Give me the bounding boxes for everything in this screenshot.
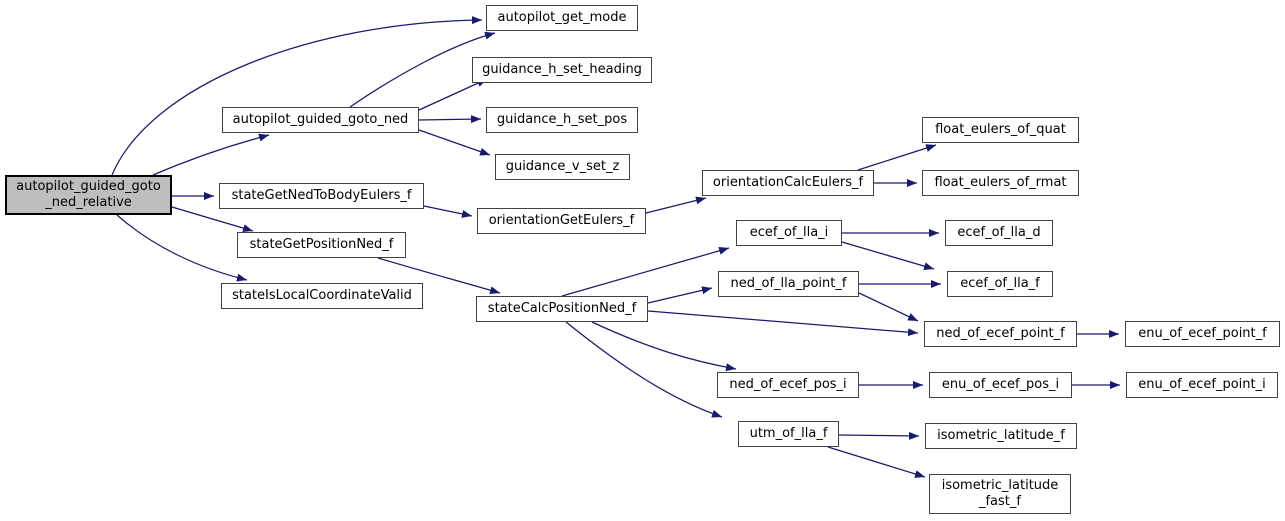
node-enu_of_ecef_point_f[interactable]: enu_of_ecef_point_f [1125, 321, 1280, 347]
node-utm_of_lla_f[interactable]: utm_of_lla_f [738, 421, 839, 447]
edge-autopilot_guided_goto_ned-to-autopilot_get_mode [349, 31, 496, 108]
node-stateCalcPositionNed_f[interactable]: stateCalcPositionNed_f [476, 296, 648, 322]
edge-utm_of_lla_f-to-isometric_latitude_fast_f [827, 446, 926, 478]
node-isometric_latitude_f[interactable]: isometric_latitude_f [925, 423, 1077, 449]
node-ecef_of_lla_f[interactable]: ecef_of_lla_f [947, 271, 1053, 297]
node-orientationCalcEulers_f[interactable]: orientationCalcEulers_f [702, 170, 874, 196]
node-ecef_of_lla_i[interactable]: ecef_of_lla_i [736, 220, 842, 246]
edge-autopilot_guided_goto_ned_relative-to-autopilot_get_mode [111, 16, 483, 176]
node-stateGetNedToBodyEulers_f[interactable]: stateGetNedToBodyEulers_f [219, 183, 424, 209]
edge-ned_of_lla_point_f-to-ned_of_ecef_point_f [858, 292, 919, 322]
edge-autopilot_guided_goto_ned-to-guidance_h_set_pos [418, 115, 482, 124]
edge-utm_of_lla_f-to-isometric_latitude_f [838, 431, 920, 440]
node-float_eulers_of_rmat[interactable]: float_eulers_of_rmat [922, 170, 1079, 196]
node-guidance_v_set_z[interactable]: guidance_v_set_z [495, 154, 630, 180]
node-autopilot_guided_goto_ned_relative: autopilot_guided_goto _ned_relative [5, 175, 172, 215]
edge-autopilot_guided_goto_ned_relative-to-stateIsLocalCoordinateValid [116, 214, 248, 282]
edge-ecef_of_lla_i-to-ecef_of_lla_f [841, 241, 935, 271]
node-enu_of_ecef_pos_i[interactable]: enu_of_ecef_pos_i [929, 372, 1072, 398]
node-ned_of_ecef_pos_i[interactable]: ned_of_ecef_pos_i [717, 372, 859, 398]
node-guidance_h_set_pos[interactable]: guidance_h_set_pos [486, 107, 638, 133]
node-ned_of_ecef_point_f[interactable]: ned_of_ecef_point_f [924, 321, 1077, 347]
node-orientationGetEulers_f[interactable]: orientationGetEulers_f [477, 208, 646, 234]
node-ned_of_lla_point_f[interactable]: ned_of_lla_point_f [718, 271, 859, 297]
edge-orientationCalcEulers_f-to-float_eulers_of_quat [857, 144, 937, 171]
node-float_eulers_of_quat[interactable]: float_eulers_of_quat [922, 117, 1079, 143]
node-autopilot_get_mode[interactable]: autopilot_get_mode [486, 5, 638, 31]
node-ecef_of_lla_d[interactable]: ecef_of_lla_d [945, 220, 1053, 246]
edge-stateCalcPositionNed_f-to-ecef_of_lla_i [561, 246, 730, 297]
edge-stateGetNedToBodyEulers_f-to-orientationGetEulers_f [423, 205, 473, 218]
edge-autopilot_guided_goto_ned-to-guidance_v_set_z [418, 129, 491, 156]
node-stateIsLocalCoordinateValid[interactable]: stateIsLocalCoordinateValid [221, 283, 423, 309]
node-stateGetPositionNed_f[interactable]: stateGetPositionNed_f [237, 232, 406, 258]
node-isometric_latitude_fast_f[interactable]: isometric_latitude _fast_f [929, 474, 1071, 514]
node-autopilot_guided_goto_ned[interactable]: autopilot_guided_goto_ned [222, 107, 419, 133]
edge-stateGetPositionNed_f-to-stateCalcPositionNed_f [377, 257, 501, 295]
edge-stateCalcPositionNed_f-to-ned_of_ecef_point_f [647, 310, 919, 337]
edge-autopilot_guided_goto_ned_relative-to-stateGetPositionNed_f [171, 206, 254, 232]
edge-stateCalcPositionNed_f-to-ned_of_lla_point_f [647, 286, 713, 304]
edge-stateCalcPositionNed_f-to-ned_of_ecef_pos_i [591, 321, 737, 372]
edge-autopilot_guided_goto_ned-to-guidance_h_set_heading [418, 78, 488, 111]
node-enu_of_ecef_point_i[interactable]: enu_of_ecef_point_i [1126, 372, 1278, 398]
edge-autopilot_guided_goto_ned_relative-to-autopilot_guided_goto_ned [152, 133, 270, 176]
edge-stateCalcPositionNed_f-to-utm_of_lla_f [565, 321, 723, 418]
edge-orientationGetEulers_f-to-orientationCalcEulers_f [645, 196, 707, 214]
node-guidance_h_set_heading[interactable]: guidance_h_set_heading [472, 57, 652, 83]
